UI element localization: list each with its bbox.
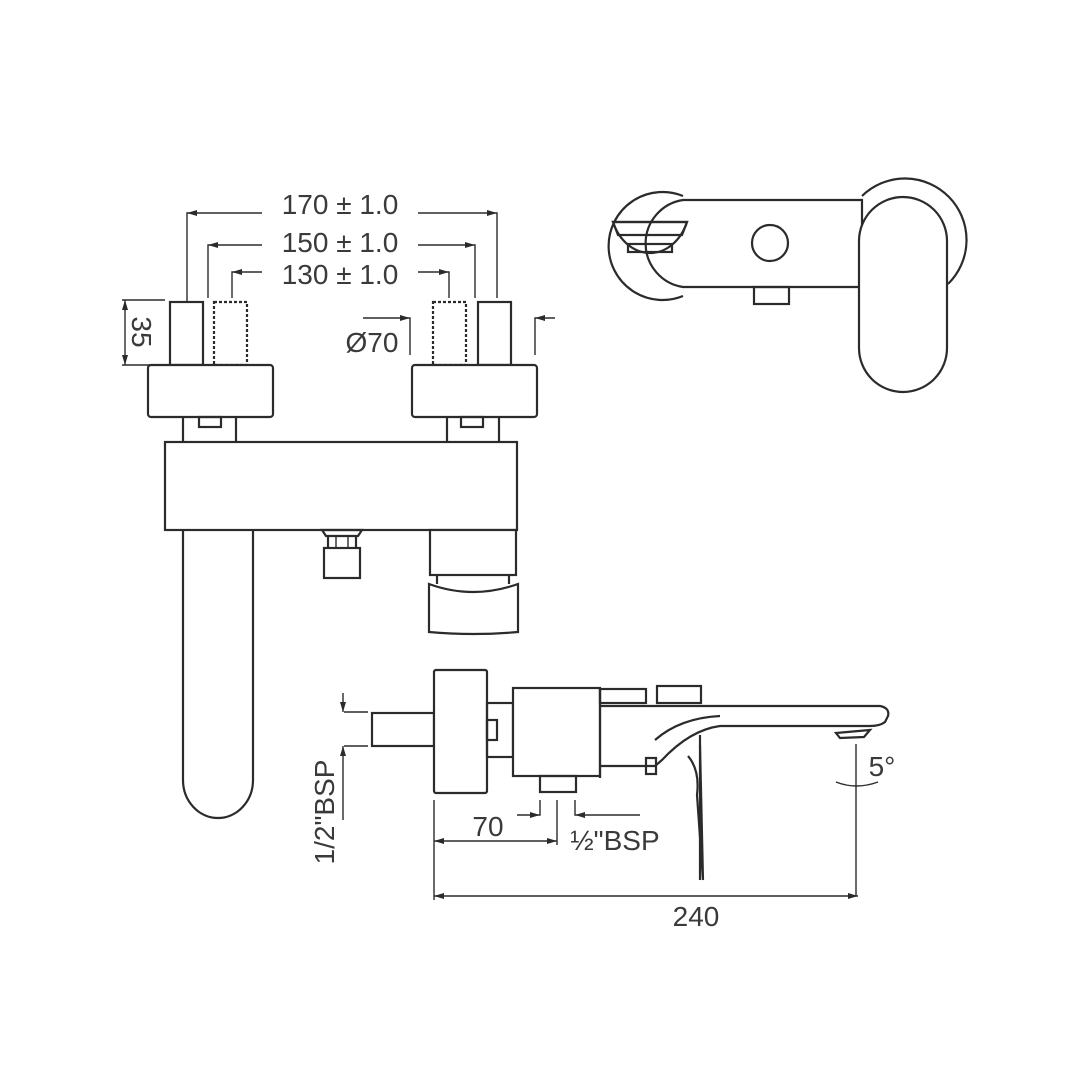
right-flange-circle [861, 177, 968, 285]
dim-170-label: 170 ± 1.0 [282, 189, 399, 220]
side-spout [598, 684, 890, 881]
dimension-130: 130 ± 1.0 [231, 259, 450, 298]
dimension-outlet-bsp: ½"BSP [517, 800, 660, 856]
outlet-bsp-label: ½"BSP [570, 825, 659, 856]
right-flange [410, 363, 539, 419]
top-view [607, 177, 968, 394]
side-body [511, 686, 602, 778]
dim-150-label: 150 ± 1.0 [282, 227, 399, 258]
inlet-bsp-label: 1/2"BSP [309, 760, 340, 865]
left-flange-circle [607, 190, 684, 302]
side-inlet-pipe [370, 711, 436, 748]
left-flange [146, 363, 275, 419]
left-eccentric-solid [168, 300, 205, 367]
dimension-angle-5: 5° [835, 744, 896, 896]
dimension-inlet-bsp: 1/2"BSP [309, 693, 368, 864]
top-body [644, 198, 864, 289]
diverter [427, 528, 520, 636]
dim-70-label: 70 [472, 811, 503, 842]
dimension-240: 240 [434, 893, 858, 932]
left-eccentric-dashed [212, 300, 249, 367]
front-view: 170 ± 1.0 150 ± 1.0 130 ± 1.0 35 [122, 189, 555, 820]
top-outlet [752, 285, 791, 306]
angle-label: 5° [869, 751, 896, 782]
dim-diameter-label: Ø70 [346, 327, 399, 358]
diverter-slot [626, 242, 674, 254]
side-flange [432, 668, 489, 795]
mixer-body [163, 440, 519, 532]
dimension-150: 150 ± 1.0 [207, 227, 476, 298]
dim-35-label: 35 [126, 316, 157, 347]
lever-handle [181, 530, 255, 820]
dimension-diameter-70: Ø70 [346, 315, 555, 358]
right-eccentric-solid [476, 300, 513, 367]
dimension-170: 170 ± 1.0 [186, 189, 498, 346]
top-button [750, 223, 790, 263]
dim-130-label: 130 ± 1.0 [282, 259, 399, 290]
right-eccentric-dashed [431, 300, 468, 367]
dimension-35: 35 [122, 299, 165, 366]
dim-240-label: 240 [673, 901, 720, 932]
side-view: 1/2"BSP 5° [309, 668, 896, 932]
dimension-70: 70 [433, 800, 558, 900]
outlet-fitting [319, 528, 365, 580]
top-lever [857, 195, 949, 394]
